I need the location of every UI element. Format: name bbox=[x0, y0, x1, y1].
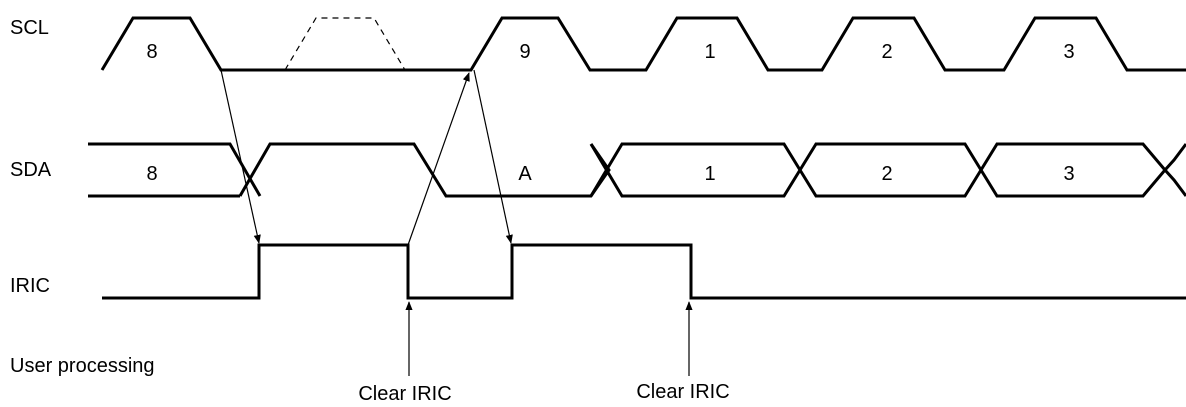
sda-waveform-lower bbox=[88, 144, 240, 196]
scl-label: SCL bbox=[10, 17, 49, 39]
sda-bit-label: 3 bbox=[1063, 163, 1074, 185]
user-processing-label: User processing bbox=[10, 355, 155, 377]
scl-waveform bbox=[100, 16, 1186, 72]
arrow-iric-clear-to-scl bbox=[407, 72, 470, 246]
clear-iric-label: Clear IRIC bbox=[636, 381, 729, 403]
iric-waveform bbox=[102, 243, 1186, 300]
sda-bit-label: 8 bbox=[146, 163, 157, 185]
scl-dashed-pulse bbox=[284, 17, 406, 71]
clear-iric-label: Clear IRIC bbox=[358, 383, 451, 405]
sda-label: SDA bbox=[10, 159, 52, 181]
scl-bit-label: 8 bbox=[146, 41, 157, 63]
scl-bit-label: 1 bbox=[704, 41, 715, 63]
scl-bit-label: 3 bbox=[1063, 41, 1074, 63]
sda-waveform-upper bbox=[88, 142, 611, 198]
sda-bit-label: 2 bbox=[881, 163, 892, 185]
scl-bit-label: 2 bbox=[881, 41, 892, 63]
iric-label: IRIC bbox=[10, 275, 50, 297]
sda-bit-label: 1 bbox=[704, 163, 715, 185]
sda-data-bits bbox=[589, 142, 1186, 198]
sda-bit-label: A bbox=[518, 163, 532, 185]
arrow-scl-to-iric-set-1 bbox=[220, 69, 261, 244]
arrow-scl-to-iric-set-2 bbox=[473, 69, 513, 244]
scl-bit-label: 9 bbox=[519, 41, 530, 63]
